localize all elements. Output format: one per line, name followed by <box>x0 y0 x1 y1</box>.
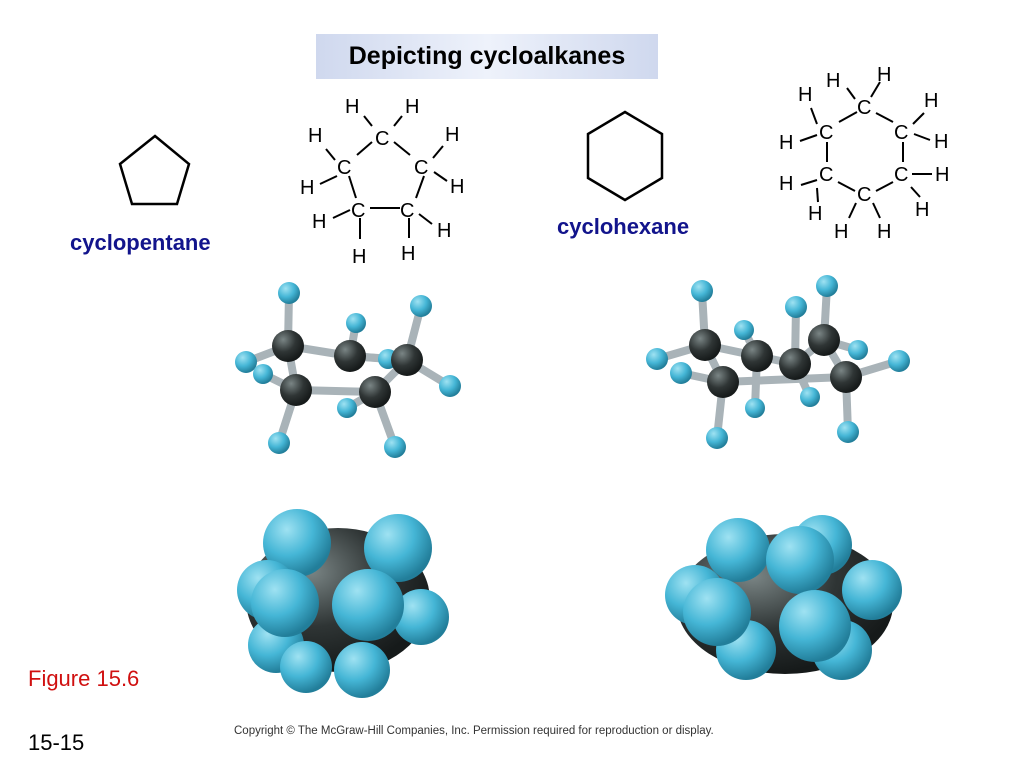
atom-hydrogen: H <box>924 90 938 112</box>
cyclohexane-structural-formula <box>799 81 932 219</box>
figure-caption: Figure 15.6 <box>28 666 140 691</box>
atom-carbon: C <box>857 184 871 206</box>
atom-hydrogen: H <box>779 132 793 154</box>
atom-carbon: C <box>819 164 833 186</box>
atom-carbon: C <box>400 200 414 222</box>
cyclohexane-label: cyclohexane <box>557 214 690 239</box>
atom-carbon: C <box>351 200 365 222</box>
cyclopentane-ball-and-stick-model <box>235 282 461 458</box>
atom-hydrogen: H <box>934 131 948 153</box>
atom-carbon: C <box>857 97 871 119</box>
atom-hydrogen: H <box>405 96 419 118</box>
cyclopentane-space-filling-model <box>237 509 449 698</box>
cyclopentane-structural-formula <box>319 115 448 239</box>
atom-carbon: C <box>375 128 389 150</box>
atom-carbon: C <box>819 122 833 144</box>
atom-hydrogen: H <box>401 243 415 265</box>
atom-hydrogen: H <box>834 221 848 243</box>
pentagon-skeletal-structure-icon <box>118 134 191 206</box>
atom-hydrogen: H <box>935 164 949 186</box>
atom-hydrogen: H <box>877 221 891 243</box>
atom-hydrogen: H <box>437 220 451 242</box>
atom-hydrogen: H <box>779 173 793 195</box>
atom-hydrogen: H <box>877 64 891 86</box>
atom-hydrogen: H <box>808 203 822 225</box>
atom-hydrogen: H <box>312 211 326 233</box>
atom-hydrogen: H <box>445 124 459 146</box>
cyclopentane-label: cyclopentane <box>70 230 211 255</box>
atom-hydrogen: H <box>352 246 366 268</box>
atom-carbon: C <box>337 157 351 179</box>
atom-hydrogen: H <box>915 199 929 221</box>
atom-hydrogen: H <box>798 84 812 106</box>
atom-hydrogen: H <box>308 125 322 147</box>
slide-title: Depicting cycloalkanes <box>316 34 658 79</box>
copyright-notice: Copyright © The McGraw-Hill Companies, I… <box>234 725 714 737</box>
atom-hydrogen: H <box>345 96 359 118</box>
atom-hydrogen: H <box>450 176 464 198</box>
cyclohexane-atom-labels: C C C C C C H H H H H H H H H H H H <box>779 64 949 243</box>
cyclohexane-space-filling-model <box>665 515 902 680</box>
cyclopentane-atom-labels: C C C C C H H H H H H H H H H <box>300 96 464 268</box>
cyclohexane-ball-and-stick-model <box>646 275 910 449</box>
atom-hydrogen: H <box>826 70 840 92</box>
hexagon-skeletal-structure-icon <box>586 110 664 202</box>
atom-carbon: C <box>894 164 908 186</box>
slide-number: 15-15 <box>28 730 85 755</box>
atom-hydrogen: H <box>300 177 314 199</box>
atom-carbon: C <box>414 157 428 179</box>
atom-carbon: C <box>894 122 908 144</box>
